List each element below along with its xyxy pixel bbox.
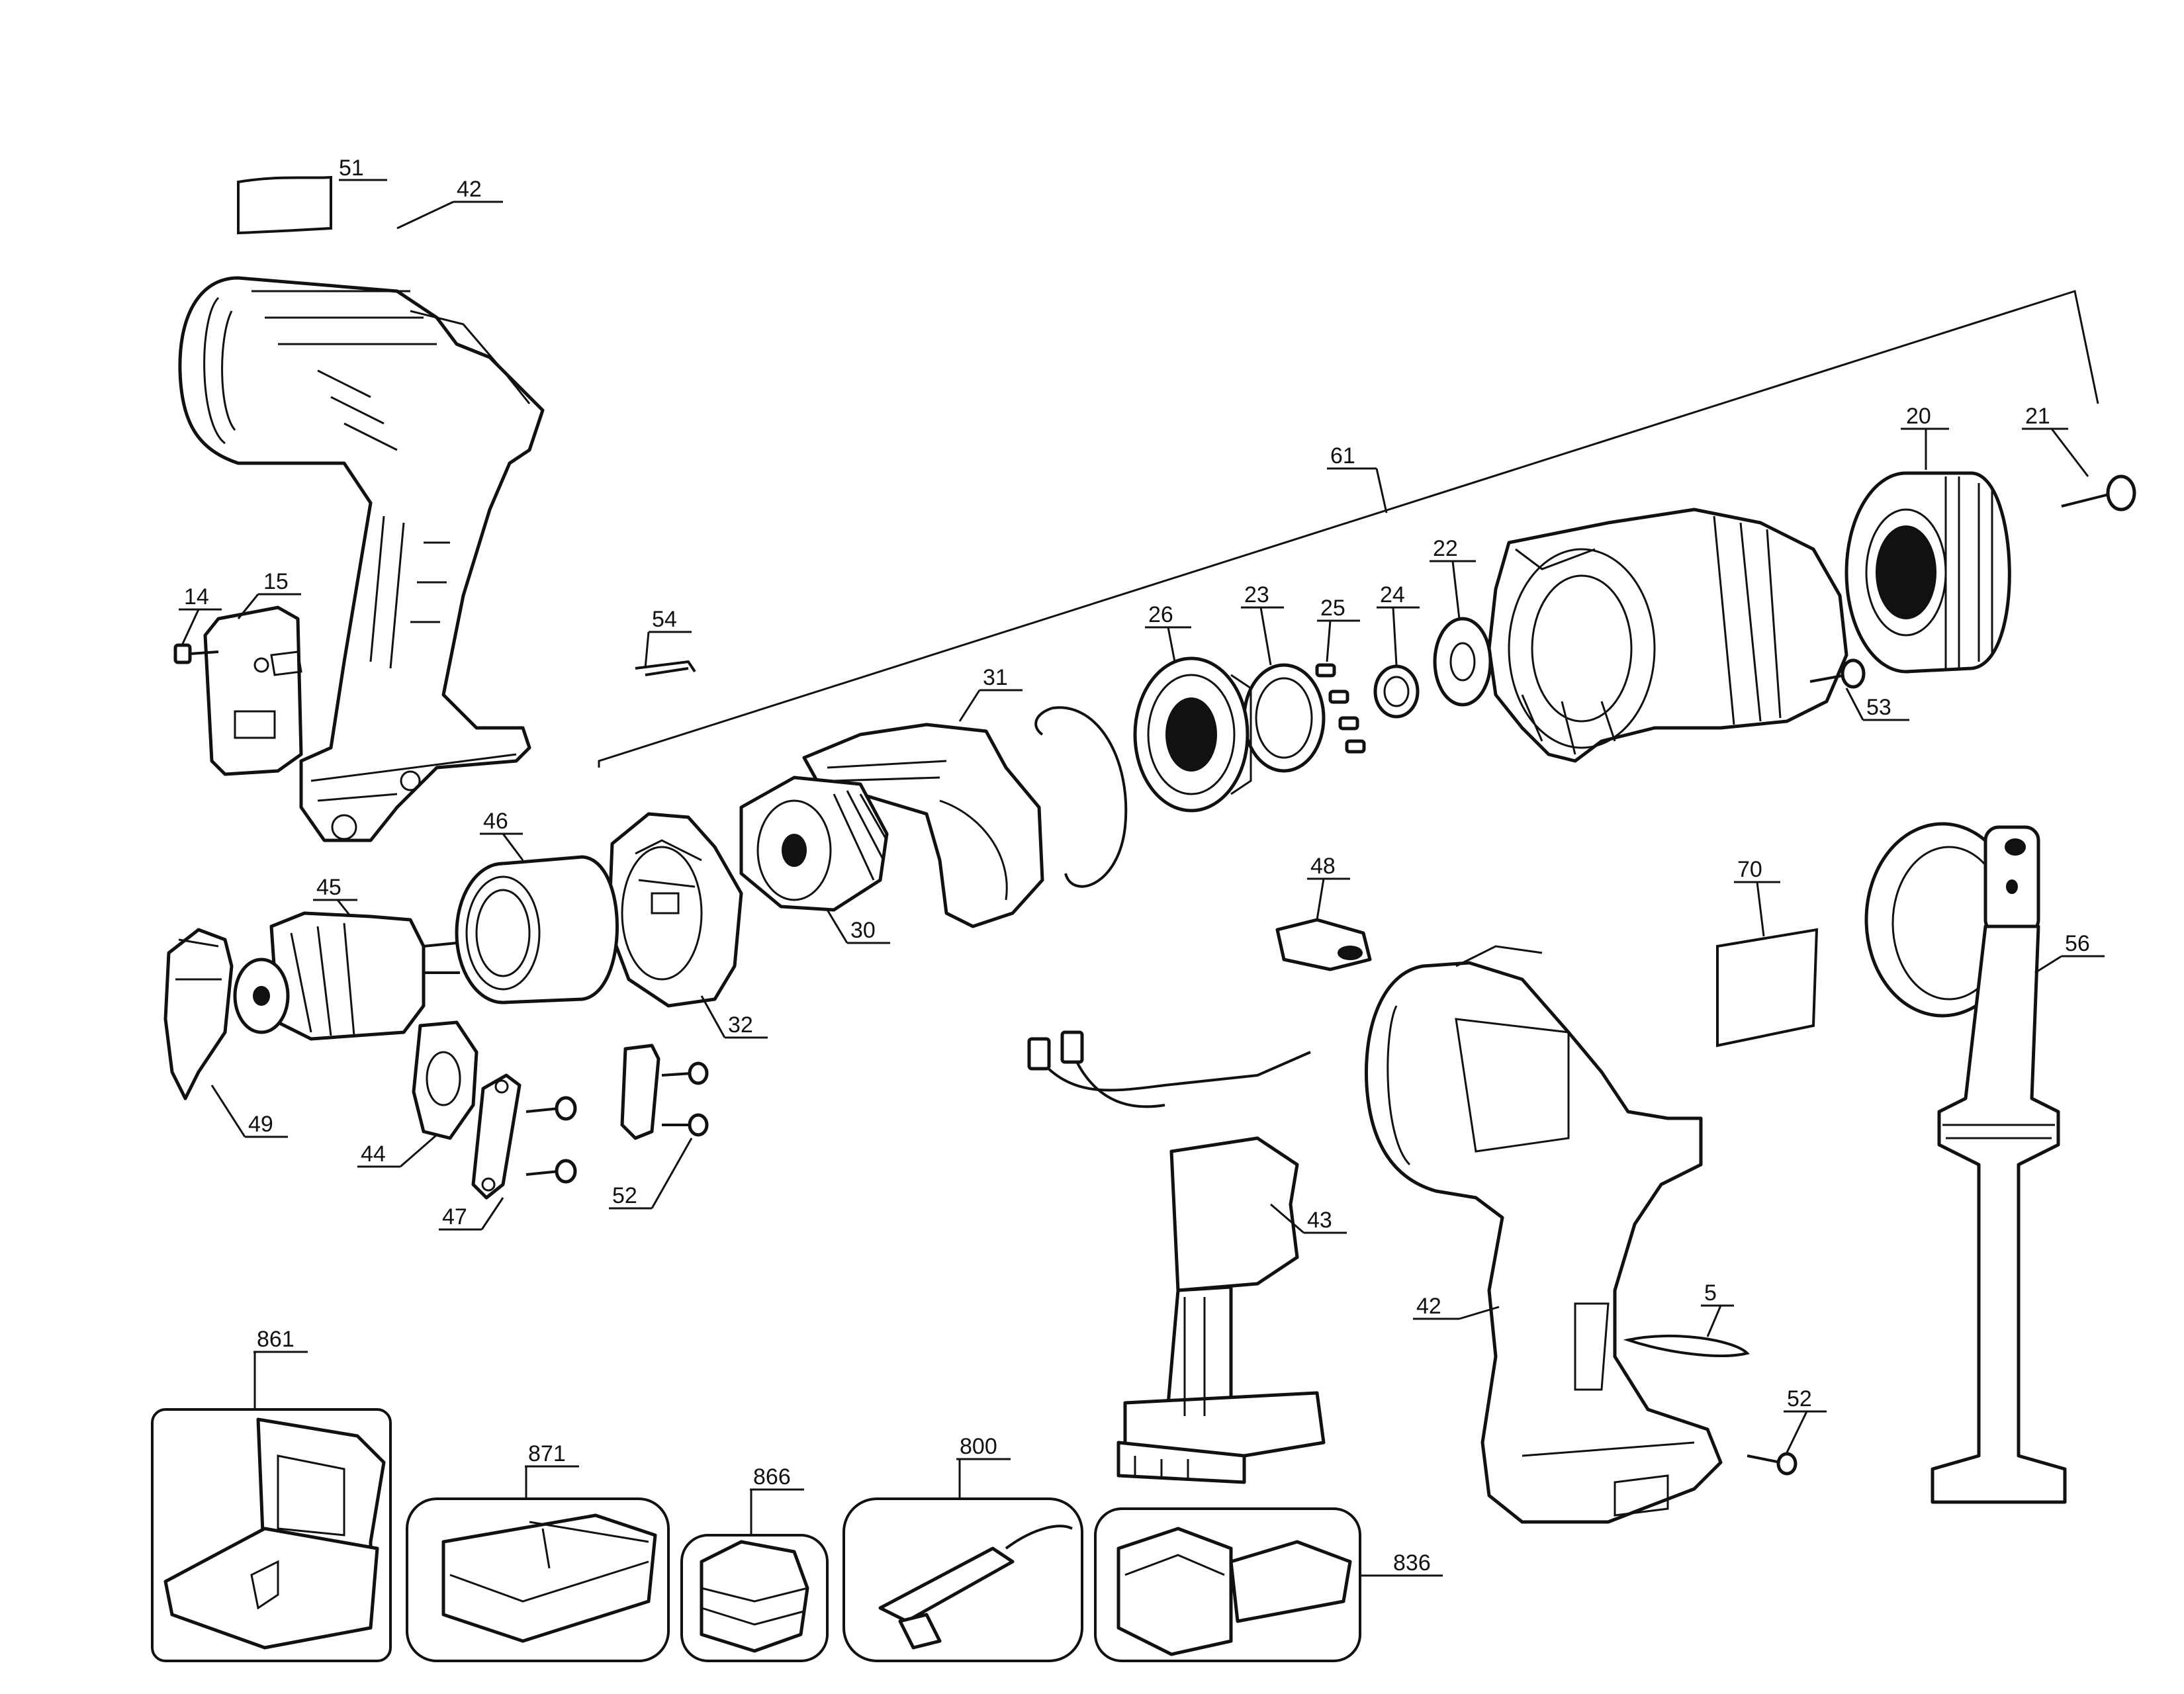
assembly-bracket-61 (598, 290, 2099, 768)
motor-armature-45 (233, 911, 460, 1041)
callout-5: 5 (1704, 1280, 1717, 1306)
gear-housing (1487, 508, 1848, 763)
callout-54: 54 (652, 607, 677, 632)
spring-clip-54 (635, 660, 696, 676)
screw-14 (173, 643, 219, 664)
callout-24: 24 (1380, 582, 1405, 607)
callout-800: 800 (960, 1434, 997, 1459)
callout-871: 871 (528, 1441, 566, 1466)
callout-56: 56 (2065, 931, 2090, 956)
callout-61: 61 (1330, 443, 1355, 468)
callout-49: 49 (248, 1112, 273, 1137)
label-sticker-top (237, 175, 332, 235)
belt-clip (203, 605, 303, 776)
motor-cover-32 (607, 812, 743, 1008)
motor-plate-44 (412, 1020, 478, 1140)
callout-70: 70 (1737, 857, 1762, 882)
chuck-screw-21 (2061, 474, 2136, 512)
callout-53: 53 (1866, 695, 1891, 720)
callout-44: 44 (361, 1141, 386, 1167)
callout-47: 47 (442, 1204, 467, 1229)
callout-25: 25 (1320, 596, 1345, 621)
clutch-ring-23 (1242, 663, 1326, 773)
callout-22: 22 (1433, 536, 1458, 561)
label-plate-70 (1716, 928, 1819, 1048)
accessory-panel-800 (842, 1497, 1083, 1662)
callout-43: 43 (1307, 1208, 1332, 1233)
callout-20: 20 (1906, 404, 1931, 429)
bracket-52 (620, 1044, 709, 1140)
callout-51: 51 (339, 156, 364, 181)
callout-866: 866 (753, 1464, 791, 1490)
callout-23: 23 (1244, 582, 1269, 607)
callout-52-left: 52 (612, 1183, 637, 1208)
screws-47 (525, 1096, 577, 1184)
housing-half-right (1364, 945, 1723, 1524)
planet-carrier-26 (1133, 656, 1252, 813)
callout-21: 21 (2025, 404, 2050, 429)
callout-46: 46 (483, 809, 508, 834)
label-sticker-5 (1623, 1334, 1750, 1357)
accessory-panel-861 (151, 1408, 392, 1662)
screw-52-right (1747, 1452, 1797, 1476)
callout-42-top: 42 (457, 177, 482, 202)
callout-48: 48 (1310, 854, 1336, 879)
screw-53 (1809, 658, 1866, 689)
brush-holder-49 (163, 928, 234, 1100)
callout-45: 45 (316, 875, 341, 900)
trigger-switch-43 (1027, 1030, 1326, 1484)
callout-14: 14 (184, 584, 209, 609)
motor-stator-46 (455, 855, 619, 1004)
link-plate-47 (471, 1073, 522, 1200)
side-handle-56 (1864, 822, 2067, 1504)
pins-25 (1315, 663, 1366, 754)
accessory-panel-871 (406, 1497, 670, 1662)
callout-836: 836 (1393, 1550, 1431, 1576)
housing-half-left (178, 276, 545, 842)
callout-52-right: 52 (1787, 1386, 1812, 1411)
callout-30: 30 (850, 918, 876, 943)
callout-15: 15 (263, 569, 289, 594)
callout-26: 26 (1148, 602, 1173, 627)
motor-end-30 (739, 776, 889, 912)
chuck-20 (1844, 471, 2011, 674)
callout-42-right: 42 (1416, 1294, 1441, 1319)
gearbox-31 (802, 723, 1044, 928)
callout-861: 861 (257, 1327, 295, 1352)
accessory-panel-866 (680, 1534, 829, 1662)
callout-32: 32 (728, 1012, 753, 1038)
switch-button-48 (1275, 918, 1372, 971)
clutch-nut-24 (1373, 664, 1420, 719)
accessory-panel-836 (1094, 1507, 1361, 1662)
retaining-ring (1034, 706, 1128, 888)
washer-22 (1433, 617, 1492, 707)
callout-31: 31 (983, 665, 1008, 690)
